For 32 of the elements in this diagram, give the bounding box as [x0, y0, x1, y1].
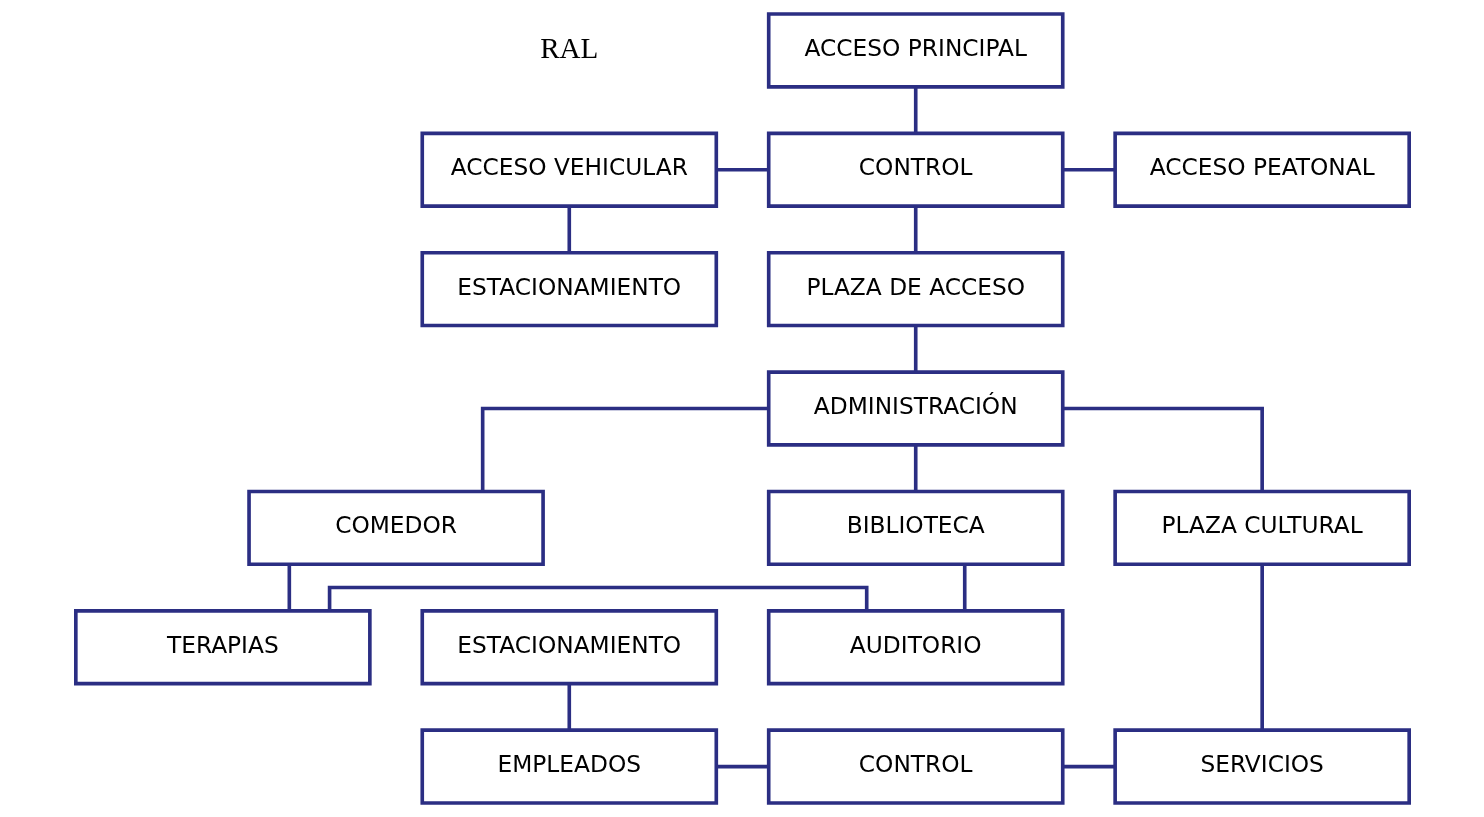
node-box: ACCESO VEHICULAR [419, 131, 718, 208]
connector [716, 764, 768, 769]
connector [913, 325, 918, 372]
connector [566, 206, 571, 253]
connector [1062, 406, 1264, 492]
node-box: PLAZA CULTURAL [1112, 489, 1411, 567]
node-box: PLAZA DE ACCESO [766, 250, 1065, 328]
node-box: ADMINISTRACIÓN [766, 370, 1065, 447]
label: RAL [539, 31, 598, 64]
connector [1259, 564, 1264, 731]
node-box: AUDITORIO [766, 609, 1065, 686]
node-box: CONTROL [766, 728, 1065, 805]
node-box: EMPLEADOS [419, 728, 718, 805]
connector [566, 683, 571, 730]
node-box: COMEDOR [246, 489, 545, 567]
connector [287, 564, 291, 611]
connector [1062, 167, 1115, 172]
node-box: CONTROL [766, 131, 1065, 208]
connector [716, 167, 768, 172]
connector [913, 444, 918, 492]
node-box: SERVICIOS [1112, 728, 1411, 805]
node-box: ACCESO PRINCIPAL [766, 12, 1065, 89]
node-box: ESTACIONAMIENTO [419, 609, 718, 686]
node-box: BIBLIOTECA [766, 489, 1065, 567]
connector [480, 406, 768, 492]
node-box: ACCESO PEATONAL [1112, 131, 1411, 208]
connector [913, 206, 918, 253]
connector [913, 86, 918, 134]
node-box: TERAPIAS [73, 609, 372, 686]
node-box: ESTACIONAMIENTO [419, 250, 718, 328]
connector [962, 564, 967, 611]
connector [1062, 764, 1115, 769]
